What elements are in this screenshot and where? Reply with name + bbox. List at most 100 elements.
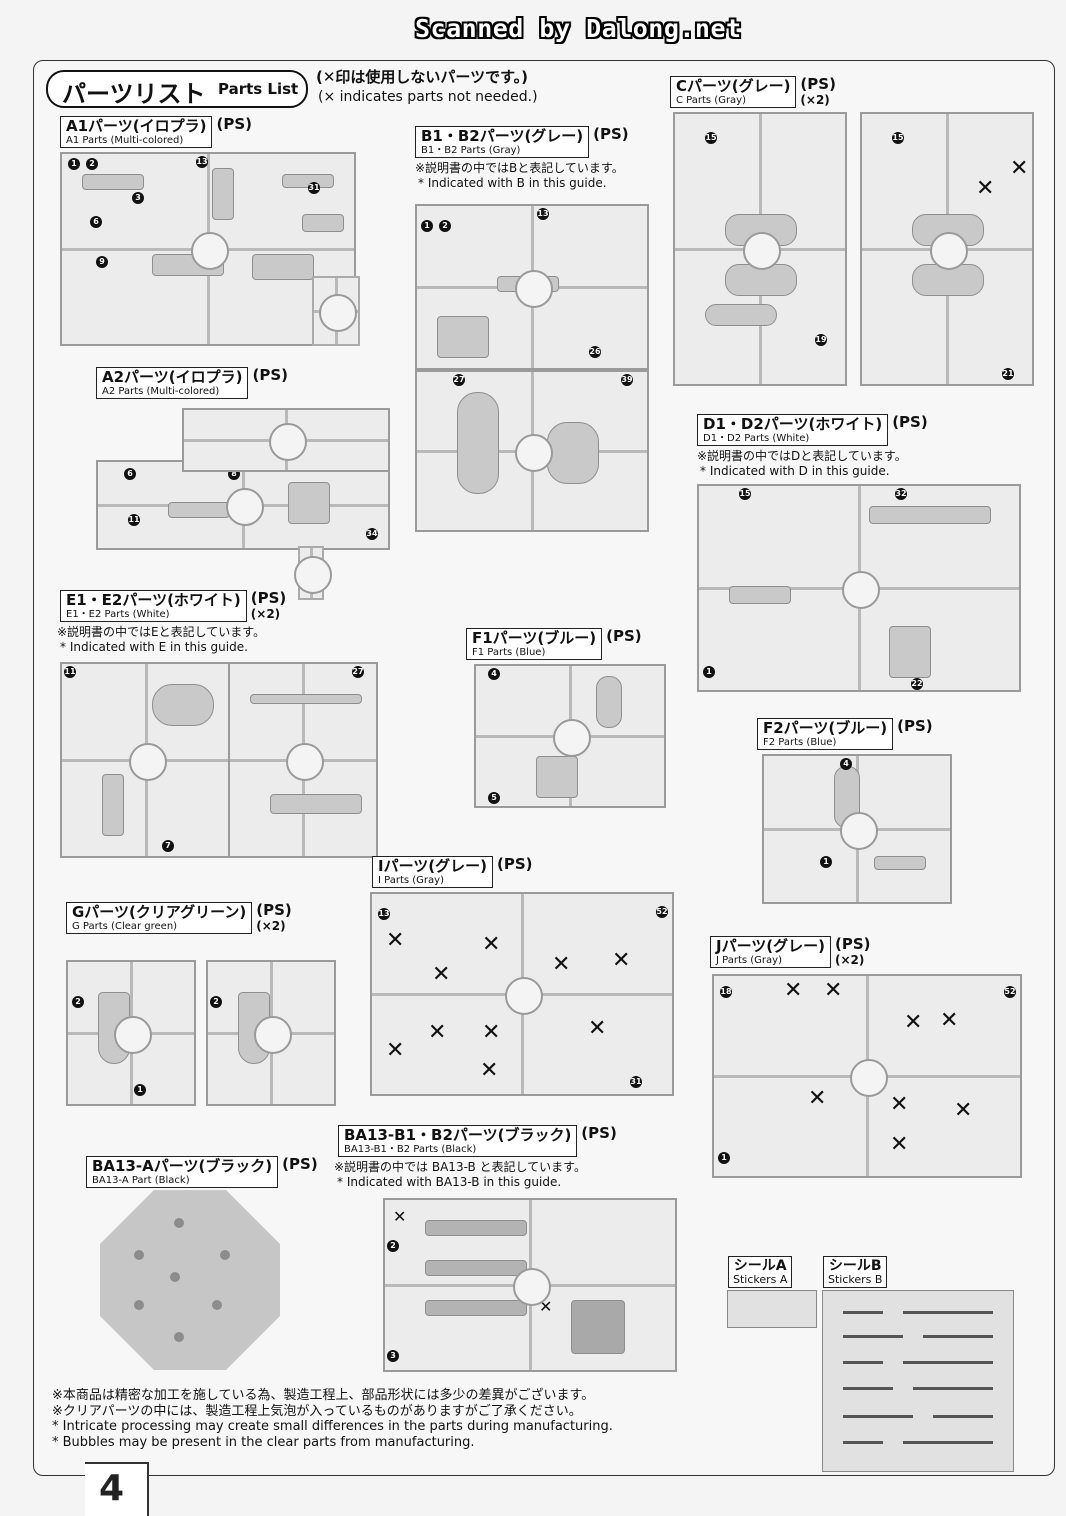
label-g: Gパーツ(クリアグリーン)G Parts (Clear green) (PS)(… [66, 902, 292, 934]
runner-a1: 12 36 913 3134 [60, 152, 356, 346]
label-f1-en: F1 Parts (Blue) [472, 647, 546, 658]
note-ba13b-jp: ※説明書の中では BA13-B と表記しています。 [334, 1160, 586, 1174]
display-base-octagon [100, 1190, 280, 1370]
title-jp: パーツリスト [62, 80, 206, 108]
label-b-en: B1・B2 Parts (Gray) [421, 145, 521, 156]
label-c: Cパーツ(グレー)C Parts (Gray) (PS)(×2) [670, 76, 836, 108]
label-a2-ps: (PS) [252, 366, 288, 384]
label-e: E1・E2パーツ(ホワイト)E1・E2 Parts (White) (PS)(×… [60, 590, 286, 622]
label-b: B1・B2パーツ(グレー)B1・B2 Parts (Gray) (PS) [415, 126, 629, 158]
stickers-a-jp: シールA [733, 1258, 787, 1274]
label-f2-jp: F2パーツ(ブルー) [763, 719, 888, 737]
parts-list-title: パーツリスト Parts List [46, 70, 308, 108]
label-e-jp: E1・E2パーツ(ホワイト) [66, 591, 241, 609]
label-a1-en: A1 Parts (Multi-colored) [66, 135, 184, 146]
note-e-jp: ※説明書の中ではEと表記しています。 [57, 625, 266, 639]
label-i-jp: Iパーツ(グレー) [378, 857, 487, 875]
label-ba13b-jp: BA13-B1・B2パーツ(ブラック) [344, 1126, 572, 1144]
runner-a1-tab [312, 276, 360, 346]
label-ba13b: BA13-B1・B2パーツ(ブラック)BA13-B1・B2 Parts (Bla… [338, 1125, 617, 1157]
note-d-jp: ※説明書の中ではDと表記しています。 [697, 449, 907, 463]
label-c-jp: Cパーツ(グレー) [676, 77, 791, 95]
note-d-en: * Indicated with D in this guide. [700, 464, 890, 478]
label-g-en: G Parts (Clear green) [72, 921, 178, 932]
label-f2: F2パーツ(ブルー)F2 Parts (Blue) (PS) [757, 718, 933, 750]
label-e-ps: (PS) [250, 589, 287, 607]
footer-note-4: * Bubbles may be present in the clear pa… [52, 1434, 475, 1450]
label-ba13a: BA13-Aパーツ(ブラック)BA13-A Part (Black) (PS) [86, 1156, 318, 1188]
label-g-qty: (×2) [256, 919, 286, 933]
sticker-sheet-a [727, 1290, 817, 1328]
footer-note-3: * Intricate processing may create small … [52, 1419, 613, 1434]
stickers-b-en: Stickers B [828, 1273, 883, 1286]
label-i: Iパーツ(グレー)I Parts (Gray) (PS) [372, 856, 533, 888]
label-e-en: E1・E2 Parts (White) [66, 609, 170, 620]
label-c-en: C Parts (Gray) [676, 95, 746, 106]
label-stickers-b: シールB Stickers B [823, 1256, 888, 1288]
label-ba13a-en: BA13-A Part (Black) [92, 1175, 190, 1186]
label-g-ps: (PS) [256, 901, 292, 919]
note-ba13b-en: * Indicated with BA13-B in this guide. [337, 1175, 562, 1189]
label-b-jp: B1・B2パーツ(グレー) [421, 127, 584, 145]
footer-note-1: ※本商品は精密な加工を施している為、製造工程上、部品形状には多少の差異がございま… [52, 1388, 595, 1403]
label-d-jp: D1・D2パーツ(ホワイト) [703, 415, 883, 433]
label-a1-jp: A1パーツ(イロプラ) [66, 117, 207, 135]
note-b-en: * Indicated with B in this guide. [418, 176, 607, 190]
runner-g-2: 2 [206, 960, 336, 1106]
label-j: Jパーツ(グレー)J Parts (Gray) (PS)(×2) [710, 936, 871, 968]
label-a1-ps: (PS) [216, 115, 252, 133]
stickers-a-en: Stickers A [733, 1273, 788, 1286]
runner-a2-tab [294, 546, 332, 600]
stickers-b-jp: シールB [828, 1258, 882, 1274]
manufacturing-notes: ※本商品は精密な加工を施している為、製造工程上、部品形状には多少の差異がございま… [52, 1388, 613, 1450]
note-e-en: * Indicated with E in this guide. [60, 640, 248, 654]
label-b-ps: (PS) [593, 125, 629, 143]
label-a2-en: A2 Parts (Multi-colored) [102, 386, 220, 397]
label-i-en: I Parts (Gray) [378, 875, 444, 886]
runner-e-right: 27 [228, 662, 378, 858]
label-a2: A2パーツ(イロプラ)A2 Parts (Multi-colored) (PS) [96, 367, 288, 399]
label-c-qty: (×2) [800, 93, 830, 107]
runner-a2-top [182, 408, 390, 472]
label-d-en: D1・D2 Parts (White) [703, 433, 810, 444]
label-ba13b-en: BA13-B1・B2 Parts (Black) [344, 1144, 477, 1155]
label-ba13a-ps: (PS) [282, 1155, 318, 1173]
label-f2-ps: (PS) [897, 717, 933, 735]
label-a2-jp: A2パーツ(イロプラ) [102, 368, 243, 386]
sticker-sheet-b [822, 1290, 1014, 1472]
label-g-jp: Gパーツ(クリアグリーン) [72, 903, 247, 921]
label-a1: A1パーツ(イロプラ)A1 Parts (Multi-colored) (PS) [60, 116, 252, 148]
label-i-ps: (PS) [497, 855, 533, 873]
label-e-qty: (×2) [250, 607, 281, 621]
label-d: D1・D2パーツ(ホワイト)D1・D2 Parts (White) (PS) [697, 414, 928, 446]
label-d-ps: (PS) [892, 413, 928, 431]
unused-parts-note-en: (× indicates parts not needed.) [318, 89, 538, 105]
label-f1-ps: (PS) [606, 627, 642, 645]
label-j-en: J Parts (Gray) [716, 955, 782, 966]
title-en: Parts List [218, 80, 299, 98]
label-c-ps: (PS) [800, 75, 836, 93]
label-f1: F1パーツ(ブルー)F1 Parts (Blue) (PS) [466, 628, 642, 660]
label-j-qty: (×2) [835, 953, 865, 967]
label-f2-en: F2 Parts (Blue) [763, 737, 837, 748]
note-b-jp: ※説明書の中ではBと表記しています。 [415, 161, 624, 175]
footer-note-2: ※クリアパーツの中には、製造工程上気泡が入っているものがありますがご了承ください… [52, 1403, 582, 1419]
label-ba13a-jp: BA13-Aパーツ(ブラック) [92, 1157, 273, 1175]
page-number: 4 [99, 1468, 125, 1509]
label-f1-jp: F1パーツ(ブルー) [472, 629, 597, 647]
label-j-jp: Jパーツ(グレー) [716, 937, 825, 955]
label-ba13b-ps: (PS) [581, 1124, 617, 1142]
